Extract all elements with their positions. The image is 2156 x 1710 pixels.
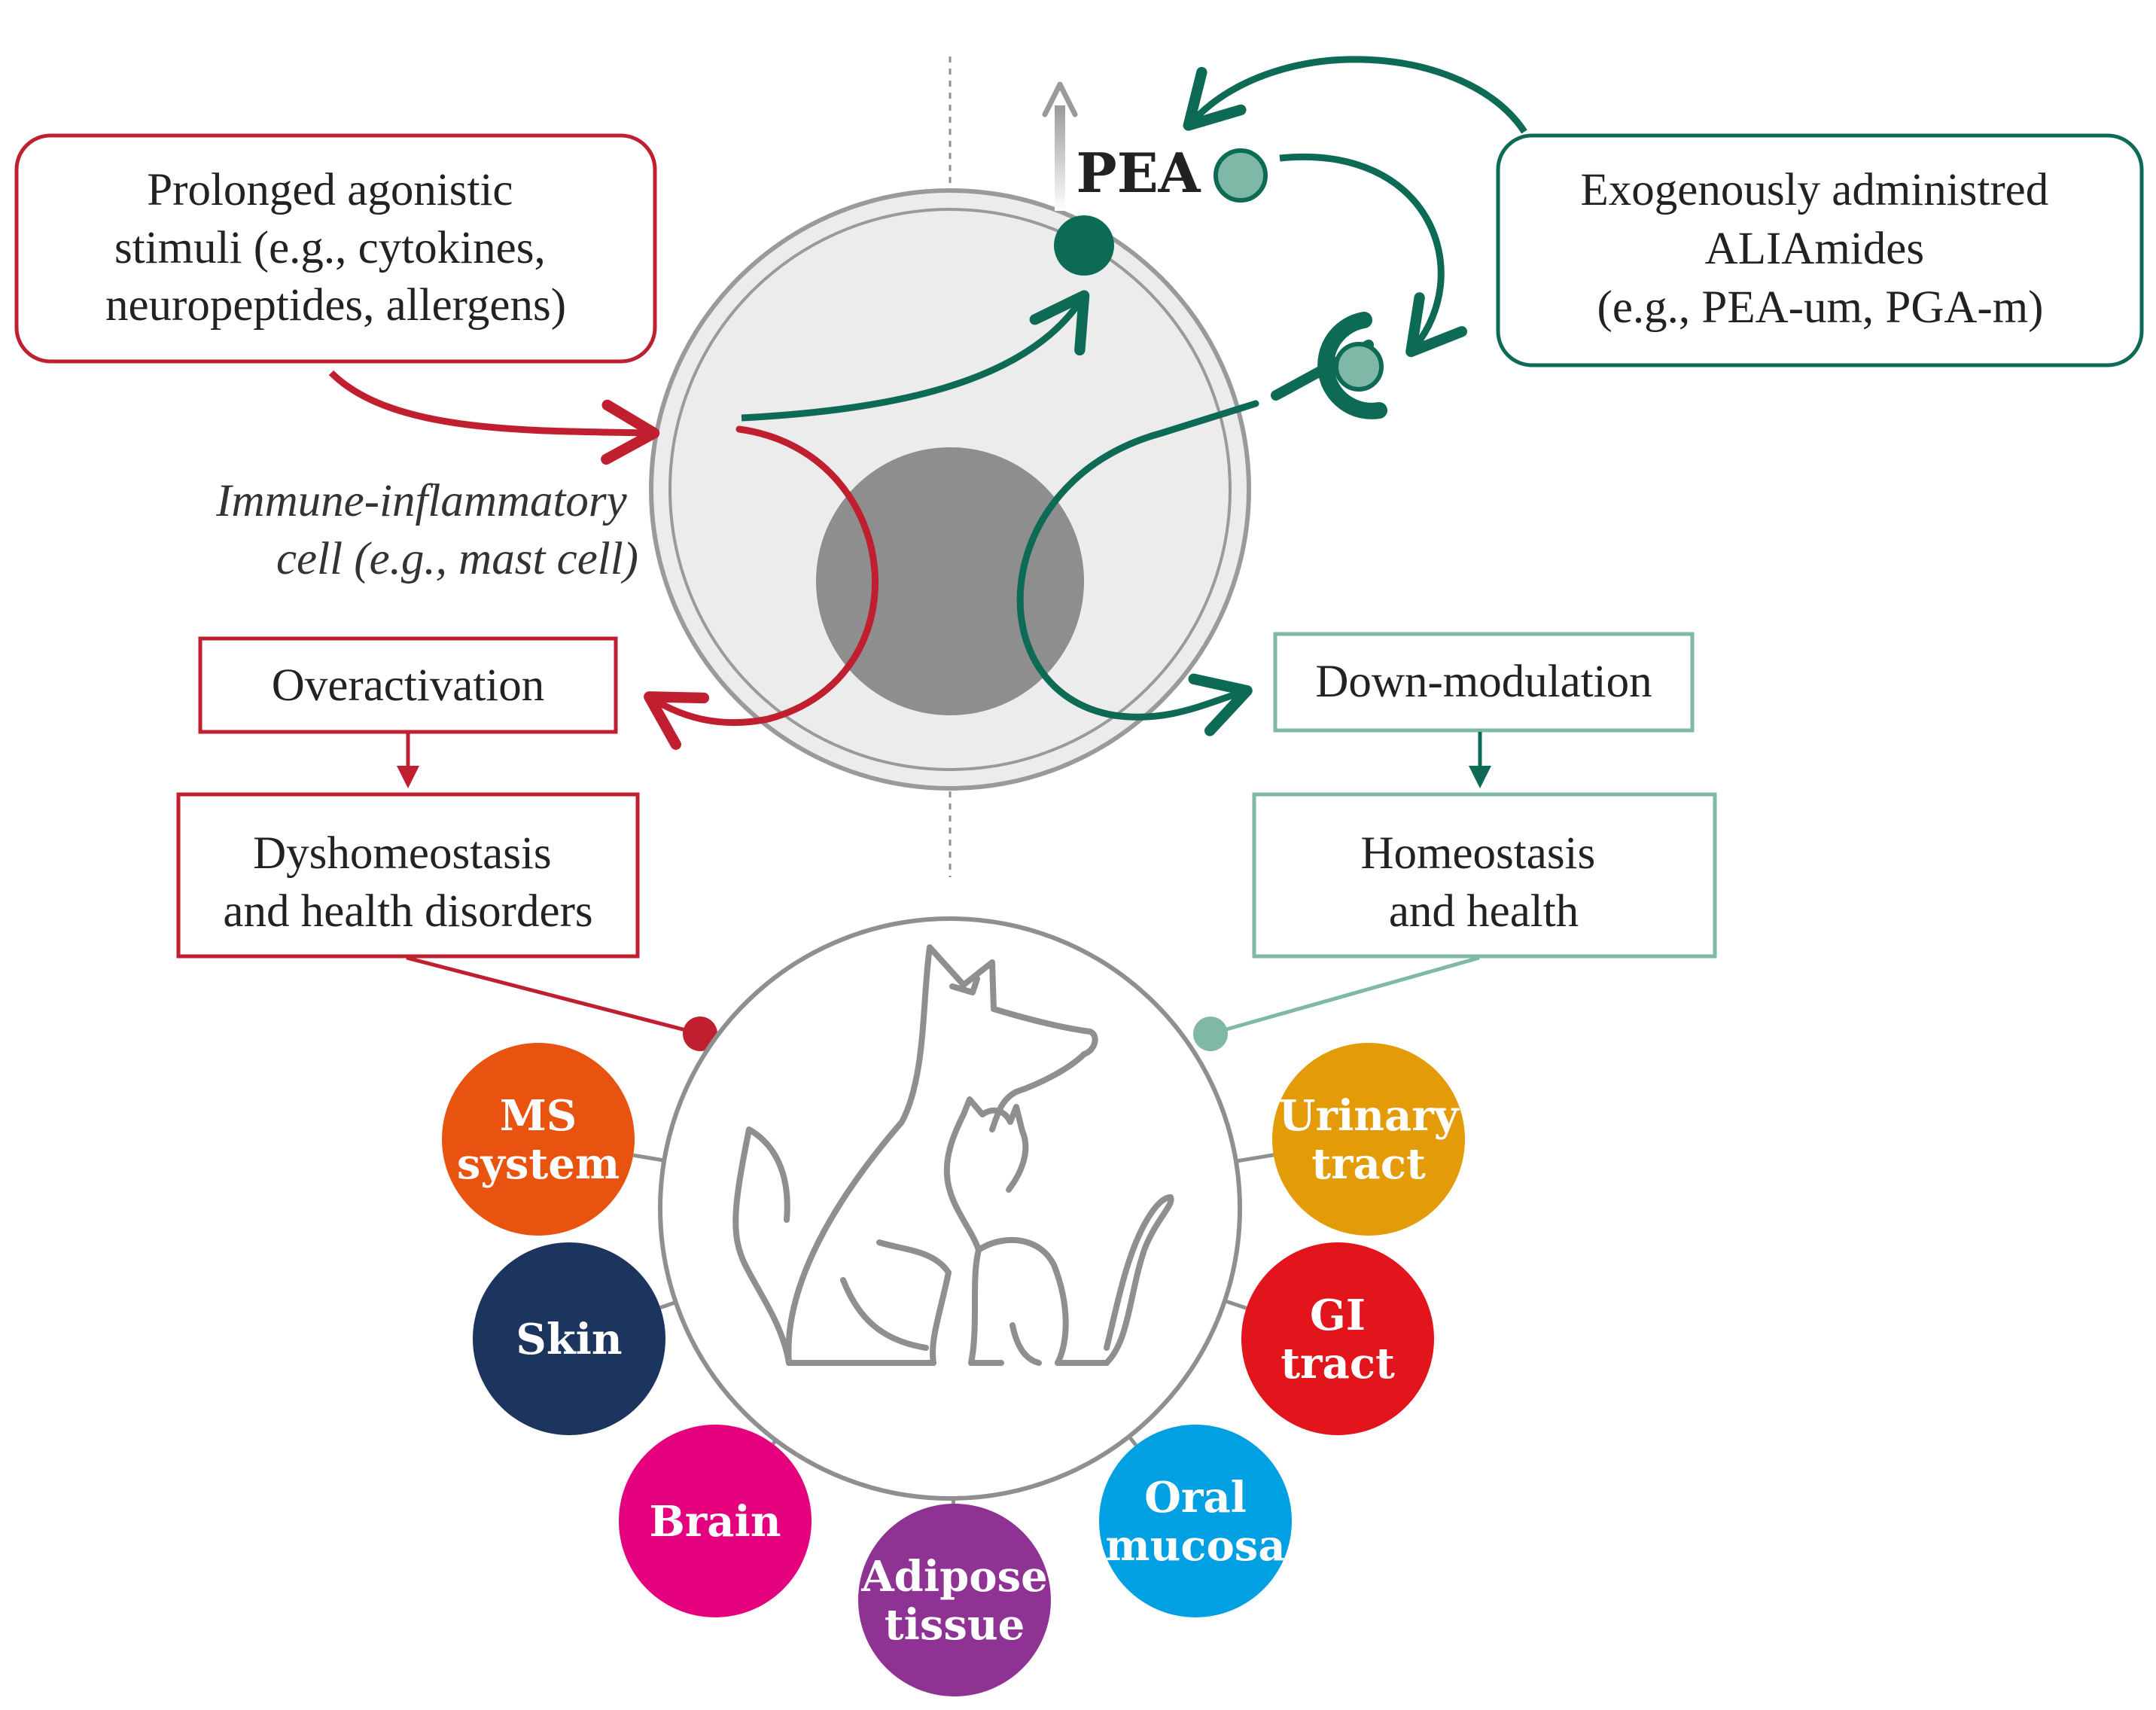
organ-spoke <box>1235 1153 1274 1163</box>
arrow-cell-to-pea <box>741 290 1090 422</box>
organ-label-line: mucosa <box>1105 1521 1285 1571</box>
organ-circle <box>473 1242 665 1435</box>
cell-label-line-2: cell (e.g., mast cell) <box>276 534 638 584</box>
svg-text:Prolonged agonistic stim: Prolonged agonistic stimuli (e.g., cytok… <box>105 165 566 331</box>
dyshomeostasis-line-2: and health disorders <box>223 886 592 937</box>
dyshomeostasis-line-1: Dyshomeostasis <box>253 828 552 879</box>
exogenous-pea-molecule <box>1214 148 1268 203</box>
organ-spokes <box>632 1153 1274 1504</box>
receptor-icon <box>1271 312 1387 419</box>
pea-label: PEA <box>1076 141 1201 205</box>
down-modulation-box: Down-modulation <box>1273 632 1695 733</box>
organ-label-line: tissue <box>885 1600 1025 1650</box>
organ-circle <box>1099 1425 1292 1617</box>
organ-label-line: Brain <box>649 1497 781 1547</box>
connector-dot-red <box>683 1017 717 1051</box>
organ-spoke <box>1224 1299 1247 1310</box>
organ-label-line: Skin <box>516 1315 622 1364</box>
stimuli-line-1: Prolonged agonistic <box>147 165 513 215</box>
organ-spoke <box>659 1300 677 1309</box>
cell-inner-membrane <box>668 208 1232 771</box>
overactivation-label: Overactivation <box>272 660 544 711</box>
arrow-stimuli-to-cell <box>328 370 660 465</box>
immune-cell <box>649 188 1251 791</box>
organism-circle <box>658 916 1242 1501</box>
organ-label: Brain <box>649 1497 781 1547</box>
organ-label-line: MS <box>500 1091 577 1141</box>
stimuli-line-2: stimuli (e.g., cytokines, <box>114 223 546 273</box>
organ-label-line: tract <box>1281 1339 1395 1388</box>
pea-increase-arrow <box>1042 81 1078 211</box>
arrow-overactivation <box>644 425 879 750</box>
arrow-exogenous-to-pea <box>1183 56 1527 134</box>
organ-spoke <box>632 1153 665 1163</box>
pea-membrane-dot <box>1054 215 1114 276</box>
svg-text:Dyshomeostasis and healt: Dyshomeostasis and health disorders <box>223 828 592 937</box>
connector-dyshomeostasis <box>406 956 701 1036</box>
organ-label-line: Adipose <box>860 1552 1048 1602</box>
organ-item: Skin <box>473 1242 665 1435</box>
cell-nucleus <box>816 447 1084 715</box>
exogenous-box: Exogenously administred ALIAmides (e.g.,… <box>1496 133 2144 367</box>
organ-label: Skin <box>516 1315 622 1364</box>
overactivation-box: Overactivation <box>198 636 618 734</box>
organ-circle <box>1241 1242 1434 1435</box>
arrow-pea-to-receptor <box>1279 153 1468 358</box>
connector-dot-teal <box>1193 1017 1228 1051</box>
exogenous-line-2: ALIAmides <box>1705 224 1924 274</box>
organ-circle <box>619 1425 812 1617</box>
dog-and-cat-icon <box>732 944 1174 1366</box>
arrow-down-modulation <box>1016 400 1259 736</box>
svg-text:Exogenously administred: Exogenously administred ALIAmides (e.g.,… <box>1580 165 2060 333</box>
svg-text:Immune-inflammatory cell (: Immune-inflammatory cell (e.g., mast cel… <box>215 476 638 584</box>
exogenous-line-1: Exogenously administred <box>1580 165 2048 215</box>
downmodulation-label: Down-modulation <box>1315 657 1652 707</box>
svg-text:Homeostasis and health: Homeostasis and health <box>1360 828 1606 937</box>
organ-circle <box>1272 1043 1465 1236</box>
stimuli-line-3: neuropeptides, allergens) <box>105 280 566 331</box>
organ-label-line: system <box>457 1139 620 1189</box>
stimuli-box: Prolonged agonistic stimuli (e.g., cytok… <box>14 133 657 364</box>
organ-label-line: Oral <box>1144 1473 1247 1523</box>
dyshomeostasis-box: Dyshomeostasis and health disorders <box>176 792 640 959</box>
organ-label-line: Urinary <box>1279 1091 1460 1141</box>
exogenous-line-3: (e.g., PEA-um, PGA-m) <box>1597 282 2044 333</box>
cell-label-line-1: Immune-inflammatory <box>215 476 627 526</box>
homeostasis-box: Homeostasis and health <box>1252 792 1717 959</box>
connector-homeostasis <box>1210 956 1480 1036</box>
organ-label-line: tract <box>1311 1139 1426 1189</box>
homeostasis-line-2: and health <box>1389 886 1579 937</box>
organ-circle <box>442 1043 635 1236</box>
organ-label-line: GI <box>1310 1291 1366 1340</box>
homeostasis-line-1: Homeostasis <box>1360 828 1595 879</box>
organ-item: Brain <box>619 1425 812 1617</box>
organ-circle <box>858 1504 1051 1696</box>
